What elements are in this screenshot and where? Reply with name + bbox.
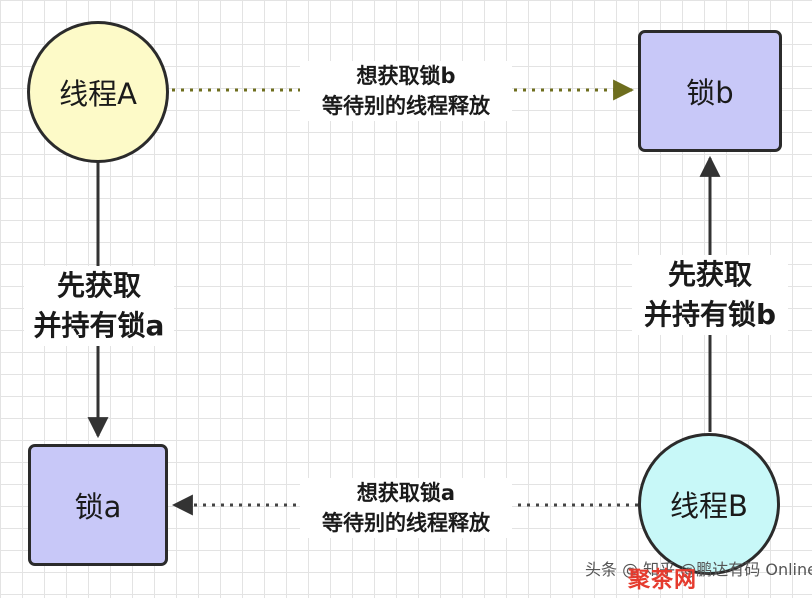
edge-label-line: 先获取 — [56, 269, 141, 302]
edge-label-line: 想获取锁a — [356, 481, 456, 505]
lock-a-label: 锁a — [74, 490, 122, 524]
edge-label-line: 等待别的线程释放 — [322, 94, 490, 118]
watermark-logo: 聚茶网 — [628, 568, 698, 593]
edge-label-a-wants-b: 想获取锁b 等待别的线程释放 — [300, 61, 512, 121]
lock-b-label: 锁b — [686, 76, 734, 110]
lock-a-node: 锁a — [28, 444, 168, 566]
edge-label-line: 想获取锁b — [356, 64, 456, 88]
thread-b-label: 线程B — [670, 489, 748, 523]
thread-a-node: 线程A — [27, 21, 169, 163]
edge-label-line: 并持有锁b — [643, 298, 777, 331]
watermark-text: 头条 @ 知乎 @鹏达有码 Online — [585, 560, 812, 579]
edge-label-b-holds-b: 先获取 并持有锁b — [632, 255, 788, 335]
thread-a-label: 线程A — [59, 77, 137, 111]
edge-label-line: 并持有锁a — [33, 309, 165, 342]
edge-label-line: 先获取 — [667, 258, 752, 291]
edge-label-line: 等待别的线程释放 — [322, 511, 490, 535]
lock-b-node: 锁b — [638, 30, 782, 152]
edge-label-a-holds-a: 先获取 并持有锁a — [24, 266, 174, 346]
edge-label-b-wants-a: 想获取锁a 等待别的线程释放 — [300, 478, 512, 538]
thread-b-node: 线程B — [638, 433, 780, 575]
